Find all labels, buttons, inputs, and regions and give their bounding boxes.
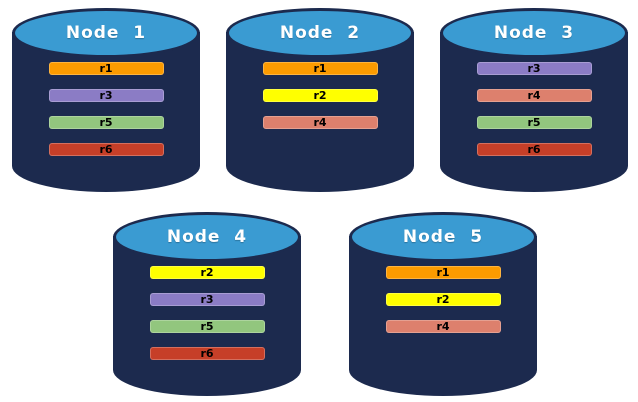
database-node: Node 3 r3 r4 r5 r6 [440, 8, 628, 192]
database-cylinder-top: Node 2 [226, 8, 414, 58]
database-cylinder-top: Node 3 [440, 8, 628, 58]
replica-label: r2 [313, 89, 327, 102]
database-cylinder-body [440, 32, 628, 192]
replica-bar-r3: r3 [48, 89, 164, 102]
replica-bar-r1: r1 [262, 62, 378, 75]
replica-label: r6 [527, 143, 541, 156]
replica-bar-r4: r4 [262, 116, 378, 129]
replica-bar-r6: r6 [476, 143, 592, 156]
replica-label: r6 [200, 347, 214, 360]
replica-label: r5 [99, 116, 113, 129]
replica-bar-r1: r1 [48, 62, 164, 75]
replica-list: r2 r3 r5 r6 [113, 266, 301, 360]
replica-label: r4 [436, 320, 450, 333]
database-node: Node 1 r1 r3 r5 r6 [12, 8, 200, 192]
replica-bar-r3: r3 [149, 293, 265, 306]
replica-label: r5 [527, 116, 541, 129]
database-cylinder-body [226, 32, 414, 192]
replica-list: r1 r2 r4 [226, 62, 414, 129]
replica-label: r1 [99, 62, 113, 75]
database-cylinder-body [113, 236, 301, 396]
database-cylinder-top: Node 5 [349, 212, 537, 262]
replica-bar-r4: r4 [385, 320, 501, 333]
database-cylinder-top: Node 4 [113, 212, 301, 262]
node-title: Node 5 [402, 227, 484, 247]
database-cylinder-top: Node 1 [12, 8, 200, 58]
node-title: Node 1 [65, 23, 147, 43]
replica-bar-r3: r3 [476, 62, 592, 75]
replica-bar-r5: r5 [476, 116, 592, 129]
replica-label: r2 [436, 293, 450, 306]
replica-bar-r6: r6 [48, 143, 164, 156]
database-node: Node 5 r1 r2 r4 [349, 212, 537, 396]
replica-label: r3 [200, 293, 214, 306]
replica-label: r3 [527, 62, 541, 75]
replica-bar-r4: r4 [476, 89, 592, 102]
replica-bar-r2: r2 [149, 266, 265, 279]
replica-bar-r5: r5 [149, 320, 265, 333]
replica-list: r1 r2 r4 [349, 266, 537, 333]
database-node: Node 2 r1 r2 r4 [226, 8, 414, 192]
node-title: Node 4 [166, 227, 248, 247]
replica-label: r3 [99, 89, 113, 102]
replica-label: r4 [527, 89, 541, 102]
replica-bar-r1: r1 [385, 266, 501, 279]
replica-bar-r5: r5 [48, 116, 164, 129]
node-title: Node 3 [493, 23, 575, 43]
replica-bar-r2: r2 [262, 89, 378, 102]
replica-label: r4 [313, 116, 327, 129]
replica-list: r3 r4 r5 r6 [440, 62, 628, 156]
database-node: Node 4 r2 r3 r5 r6 [113, 212, 301, 396]
replica-label: r1 [313, 62, 327, 75]
replica-label: r1 [436, 266, 450, 279]
replica-bar-r6: r6 [149, 347, 265, 360]
database-cylinder-body [12, 32, 200, 192]
replica-list: r1 r3 r5 r6 [12, 62, 200, 156]
replica-label: r5 [200, 320, 214, 333]
database-cylinder-body [349, 236, 537, 396]
replica-label: r2 [200, 266, 214, 279]
replica-label: r6 [99, 143, 113, 156]
replica-bar-r2: r2 [385, 293, 501, 306]
node-title: Node 2 [279, 23, 361, 43]
